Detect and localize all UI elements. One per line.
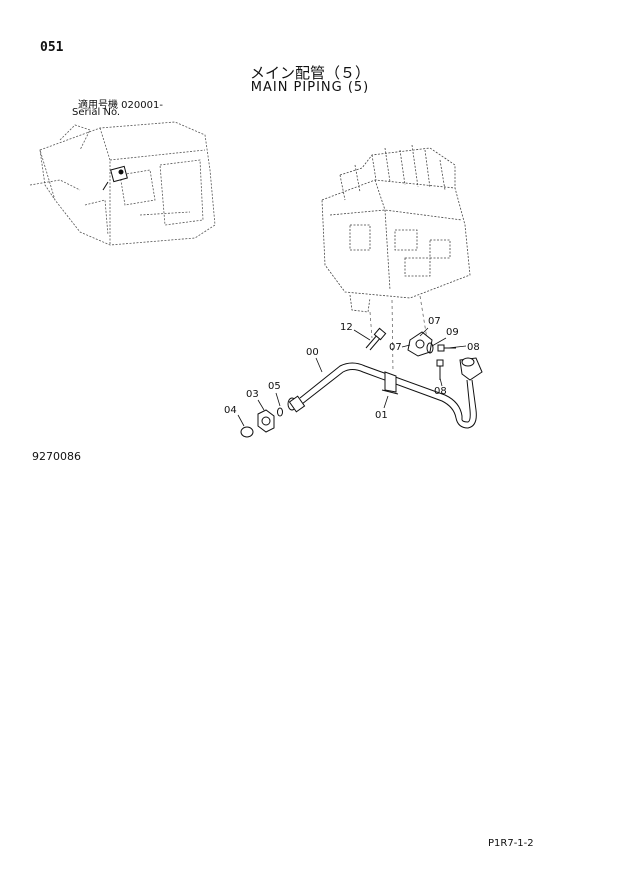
page-number: 051	[40, 40, 64, 55]
leader-lines-dashed	[369, 295, 429, 373]
callout-leaders	[237, 327, 467, 427]
callout-04: 04	[224, 405, 237, 416]
location-marker	[102, 165, 128, 191]
pipe-end-fitting	[287, 395, 306, 413]
machine-overview	[29, 121, 216, 246]
callout-08-bottom: 08	[434, 386, 447, 397]
cap	[240, 426, 254, 438]
callout-00: 00	[306, 347, 319, 358]
callout-03: 03	[246, 389, 259, 400]
title-japanese: メイン配管（５）	[249, 64, 370, 82]
serial-label-japanese: 適用号機 020001-	[78, 100, 163, 111]
callout-07-top: 07	[428, 316, 441, 327]
callout-07-left: 07	[389, 342, 402, 353]
callout-08-right: 08	[467, 342, 480, 353]
split-flange	[407, 331, 433, 357]
pipe-o-ring	[277, 407, 283, 417]
drawing-number: 9270086	[32, 450, 81, 463]
callout-12: 12	[340, 322, 353, 333]
main-pipe	[299, 362, 477, 429]
callout-01: 01	[375, 410, 388, 421]
callout-09: 09	[446, 327, 459, 338]
callout-05: 05	[268, 381, 281, 392]
control-valve	[321, 144, 471, 313]
footer-reference-code: P1R7-1-2	[488, 838, 534, 849]
flange-bolt	[436, 344, 456, 380]
elbow-fitting	[459, 357, 483, 381]
bolt	[365, 327, 387, 351]
serial-label-english: Serial No.	[72, 107, 121, 118]
title-english: MAIN PIPING (5)	[250, 80, 370, 95]
nut	[257, 409, 275, 433]
clamp	[381, 371, 399, 395]
o-ring	[426, 342, 434, 354]
